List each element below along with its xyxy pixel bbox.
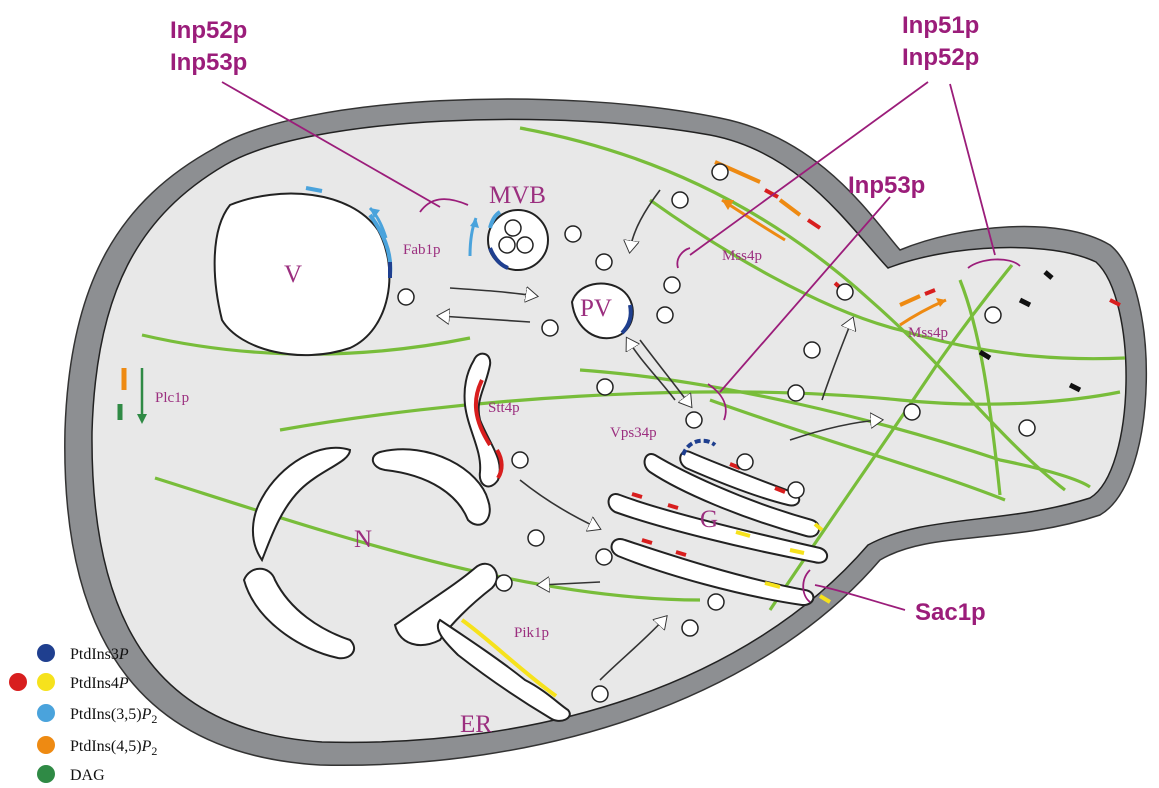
vesicle [596,549,612,565]
vesicle [496,575,512,591]
label-vps34p: Vps34p [610,425,657,441]
vesicle [985,307,1001,323]
vesicle [788,385,804,401]
callout-inp53p-middle: Inp53p [848,172,925,199]
legend-swatch-ptdins45p2 [37,736,55,754]
label-er: ER [460,711,492,738]
callout-inp51p-right: Inp51p [902,12,979,39]
vesicle [686,412,702,428]
callout-inp52p-left: Inp52p [170,17,247,44]
vesicle [1019,420,1035,436]
vesicle [596,254,612,270]
mvb-vesicle [505,220,521,236]
vesicle [837,284,853,300]
leader-inp51-inp52-bud [950,84,995,255]
vesicle [712,164,728,180]
legend-label-dag: DAG [70,767,105,784]
legend-label-ptdins35p2: PtdIns(3,5)P2 [70,706,157,726]
vesicle [597,379,613,395]
label-golgi: G [700,506,718,533]
legend-label-ptdins4p: PtdIns4P [70,675,129,692]
vesicle [565,226,581,242]
label-plc1p: Plc1p [155,390,189,406]
vesicle [708,594,724,610]
mvb-vesicle [499,237,515,253]
vesicle [904,404,920,420]
vesicle [592,686,608,702]
label-mss4p-mother: Mss4p [722,248,762,264]
label-stt4p: Stt4p [488,400,520,416]
label-mvb: MVB [489,182,546,209]
vesicle [737,454,753,470]
legend-label-ptdins3p: PtdIns3P [70,646,129,663]
vesicle [672,192,688,208]
label-fab1p: Fab1p [403,242,441,258]
vesicle [512,452,528,468]
callout-inp53p-left: Inp53p [170,49,247,76]
label-nucleus: N [354,526,372,553]
legend-swatch-ptdins4p-yellow [37,673,55,691]
vesicle [682,620,698,636]
callout-inp52p-right: Inp52p [902,44,979,71]
mvb-vesicle [517,237,533,253]
legend-label-ptdins45p2: PtdIns(4,5)P2 [70,738,157,758]
legend-swatch-ptdins3p [37,644,55,662]
legend-swatch-ptdins35p2 [37,704,55,722]
vesicle [804,342,820,358]
label-mss4p-bud: Mss4p [908,325,948,341]
vesicle [788,482,804,498]
vesicle [398,289,414,305]
label-vacuole: V [284,261,302,288]
vesicle [542,320,558,336]
vesicle [664,277,680,293]
legend-swatch-dag [37,765,55,783]
label-prevacuole: PV [580,295,612,322]
label-pik1p: Pik1p [514,625,549,641]
vesicle [657,307,673,323]
vesicle [528,530,544,546]
legend-swatch-ptdins4p-red [9,673,27,691]
callout-sac1p: Sac1p [915,599,986,626]
